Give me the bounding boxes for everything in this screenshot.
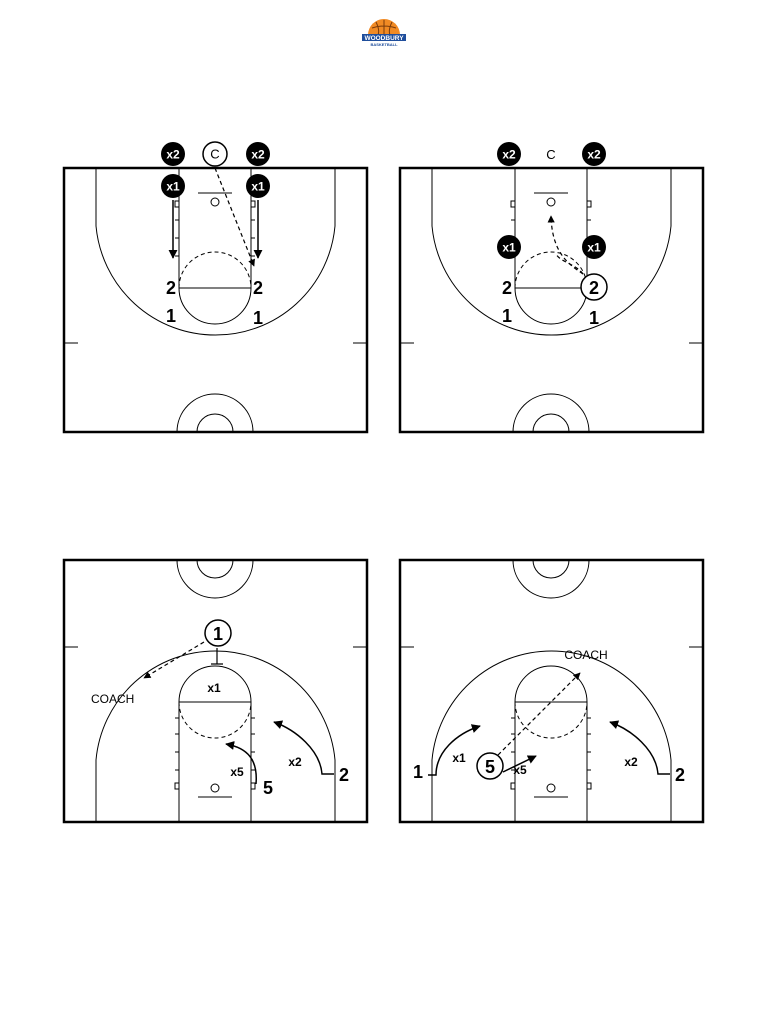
- free-throw-circle-top: [514, 665, 588, 703]
- lane: [514, 167, 588, 289]
- rim: [546, 783, 556, 793]
- court: [62, 558, 369, 824]
- center-circle-outer: [176, 559, 254, 599]
- court: [62, 166, 369, 434]
- logo-wordmark: WOODBURY: [364, 35, 404, 42]
- x2-move-arrow: [609, 720, 670, 775]
- x1-move-arrow: [428, 724, 481, 776]
- lane: [514, 701, 588, 823]
- free-throw-circle-bottom: [514, 701, 588, 739]
- defender-x2-label: x2: [288, 755, 302, 769]
- free-throw-circle-top: [514, 251, 588, 289]
- defender-x2-left: x2: [161, 142, 185, 166]
- player-2-ball-handler: 2: [580, 273, 608, 301]
- player-2-left: 2: [502, 278, 512, 298]
- defender-x1-right-label: x1: [587, 241, 601, 255]
- center-circle-inner: [532, 413, 570, 433]
- player-5-ball: 5: [476, 752, 504, 780]
- drive-arrow-2: [555, 253, 584, 275]
- player-2-right: 2: [253, 278, 263, 298]
- court: [398, 166, 705, 434]
- logo-subtitle: BASKETBALL: [370, 42, 398, 47]
- diagram-3: 1 x1 COACH x5 5 x2 2: [62, 558, 369, 824]
- player-5-label: 5: [485, 757, 495, 777]
- rim: [546, 197, 556, 207]
- defender-x1-left-label: x1: [502, 241, 516, 255]
- court: [398, 558, 705, 824]
- court-boundary: [398, 166, 705, 434]
- center-circle-inner: [196, 559, 234, 579]
- diagram-4: COACH 1 x1 5 x5 x2 2: [398, 558, 705, 824]
- player-1-right: 1: [253, 308, 263, 328]
- player-1-ball: 1: [204, 619, 232, 647]
- diagram-2: x2 C x2 x1 x1 2 2 1 1: [398, 142, 705, 434]
- pass-arrow: [497, 672, 581, 756]
- center-circle-outer: [512, 559, 590, 599]
- free-throw-circle-bottom: [178, 287, 252, 325]
- defender-x2-left-label: x2: [502, 148, 516, 162]
- defender-x1-label: x1: [452, 751, 466, 765]
- player-1-label: 1: [213, 624, 223, 644]
- x5-move-arrow: [225, 741, 257, 785]
- drive-arrow: [547, 215, 584, 275]
- three-point-arc: [95, 168, 336, 336]
- player-1-right: 1: [589, 308, 599, 328]
- rim: [210, 197, 220, 207]
- rim: [210, 783, 220, 793]
- defender-x2-right-label: x2: [251, 148, 265, 162]
- defender-x1-label: x1: [207, 681, 221, 695]
- lane: [178, 701, 252, 823]
- coach-label: COACH: [91, 692, 134, 706]
- defender-x1-left: x1: [497, 235, 521, 259]
- player-1-left: 1: [502, 306, 512, 326]
- player-5-label: 5: [263, 778, 273, 798]
- defender-x1-left: x1: [161, 174, 185, 198]
- pass-arrow: [214, 167, 255, 267]
- coach-label: C: [210, 147, 219, 162]
- defender-x2-right: x2: [246, 142, 270, 166]
- defender-x1-right-label: x1: [251, 180, 265, 194]
- three-point-arc: [431, 650, 672, 822]
- pass-arrow: [143, 641, 205, 679]
- free-throw-circle-bottom: [514, 287, 588, 325]
- center-circle-inner: [196, 413, 234, 433]
- defender-x5-label: x5: [513, 763, 527, 777]
- defender-x2-label: x2: [624, 755, 638, 769]
- court-boundary: [62, 166, 369, 434]
- coach-label: COACH: [564, 648, 607, 662]
- x2-move-arrow: [273, 720, 334, 775]
- court-boundary: [398, 558, 705, 824]
- defender-x1-right: x1: [582, 235, 606, 259]
- x5-move-arrow: [502, 755, 537, 773]
- defender-x5-label: x5: [230, 765, 244, 779]
- defender-x2-right: x2: [582, 142, 606, 166]
- player-2-right: 2: [589, 278, 599, 298]
- player-2-label: 2: [675, 765, 685, 785]
- free-throw-circle-bottom: [178, 701, 252, 739]
- three-point-arc: [95, 650, 336, 822]
- screen-marker: [211, 648, 223, 665]
- player-2-left: 2: [166, 278, 176, 298]
- free-throw-circle-top: [178, 251, 252, 289]
- center-circle-outer: [176, 393, 254, 433]
- defender-x1-left-label: x1: [166, 180, 180, 194]
- player-1-left: 1: [166, 306, 176, 326]
- three-point-arc: [431, 168, 672, 336]
- player-2-label: 2: [339, 765, 349, 785]
- woodbury-logo: WOODBURY BASKETBALL: [362, 19, 406, 47]
- player-1-label: 1: [413, 762, 423, 782]
- lane: [178, 167, 252, 289]
- free-throw-circle-top: [178, 665, 252, 703]
- center-circle-inner: [532, 559, 570, 579]
- coach-label: C: [546, 147, 555, 162]
- coach-marker: C: [202, 141, 228, 167]
- defender-x2-left: x2: [497, 142, 521, 166]
- defender-x2-left-label: x2: [166, 148, 180, 162]
- diagram-1: x2 C x2 x1 x1 2 2 1 1: [62, 141, 369, 434]
- defender-x1-right: x1: [246, 174, 270, 198]
- center-circle-outer: [512, 393, 590, 433]
- defender-x2-right-label: x2: [587, 148, 601, 162]
